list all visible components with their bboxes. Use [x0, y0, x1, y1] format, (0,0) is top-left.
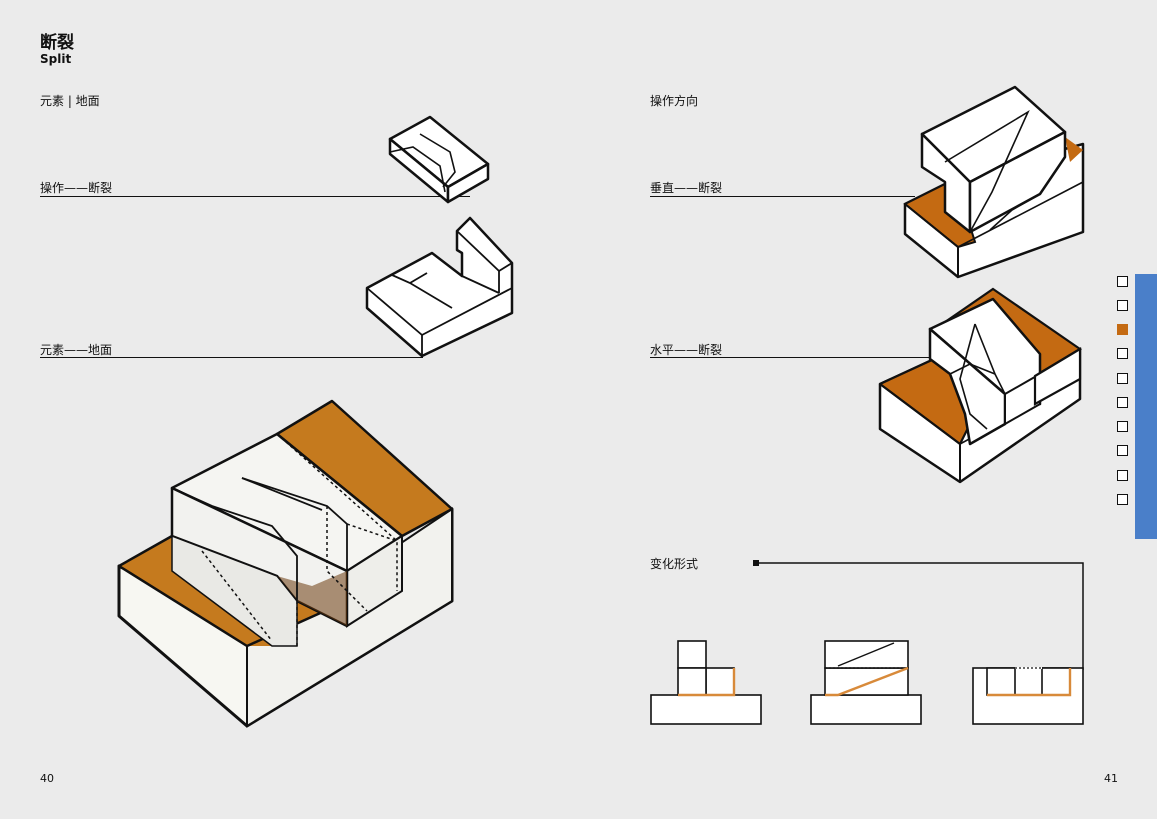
ground-element-diagram: [365, 216, 514, 358]
chapter-tab: [1135, 274, 1157, 539]
toc-box-3-active: [1117, 324, 1128, 335]
variation-section-2: [810, 640, 922, 725]
toc-box-10: [1117, 494, 1128, 505]
split-block-large-diagram: [117, 399, 454, 728]
direction-heading: 操作方向: [650, 94, 699, 108]
toc-box-8: [1117, 445, 1128, 456]
toc-box-6: [1117, 397, 1128, 408]
vertical-rule: [650, 196, 915, 197]
toc-box-9: [1117, 470, 1128, 481]
horizontal-split-diagram: [878, 287, 1083, 484]
toc-box-5: [1117, 373, 1128, 384]
element-ground-label: 元素——地面: [40, 343, 113, 357]
toc-box-4: [1117, 348, 1128, 359]
vertical-split-diagram: [903, 85, 1085, 279]
toc-box-2: [1117, 300, 1128, 311]
horizontal-label: 水平——断裂: [650, 343, 723, 357]
operation-label: 操作——断裂: [40, 181, 113, 195]
operation-rule: [40, 196, 470, 197]
variations-callout-line: [753, 560, 1084, 670]
vertical-label: 垂直——断裂: [650, 181, 723, 195]
page-subtitle: Split: [40, 52, 72, 66]
toc-box-7: [1117, 421, 1128, 432]
element-rule: [40, 357, 423, 358]
right-page-number: 41: [1104, 772, 1118, 785]
variation-section-1: [650, 640, 762, 725]
page-title: 断裂: [40, 33, 74, 53]
toc-box-1: [1117, 276, 1128, 287]
variations-heading: 变化形式: [650, 557, 699, 571]
horizontal-rule: [650, 357, 930, 358]
operation-block-diagram: [388, 115, 490, 204]
element-heading: 元素 | 地面: [40, 94, 100, 108]
variation-section-3: [972, 667, 1084, 725]
left-page-number: 40: [40, 772, 54, 785]
